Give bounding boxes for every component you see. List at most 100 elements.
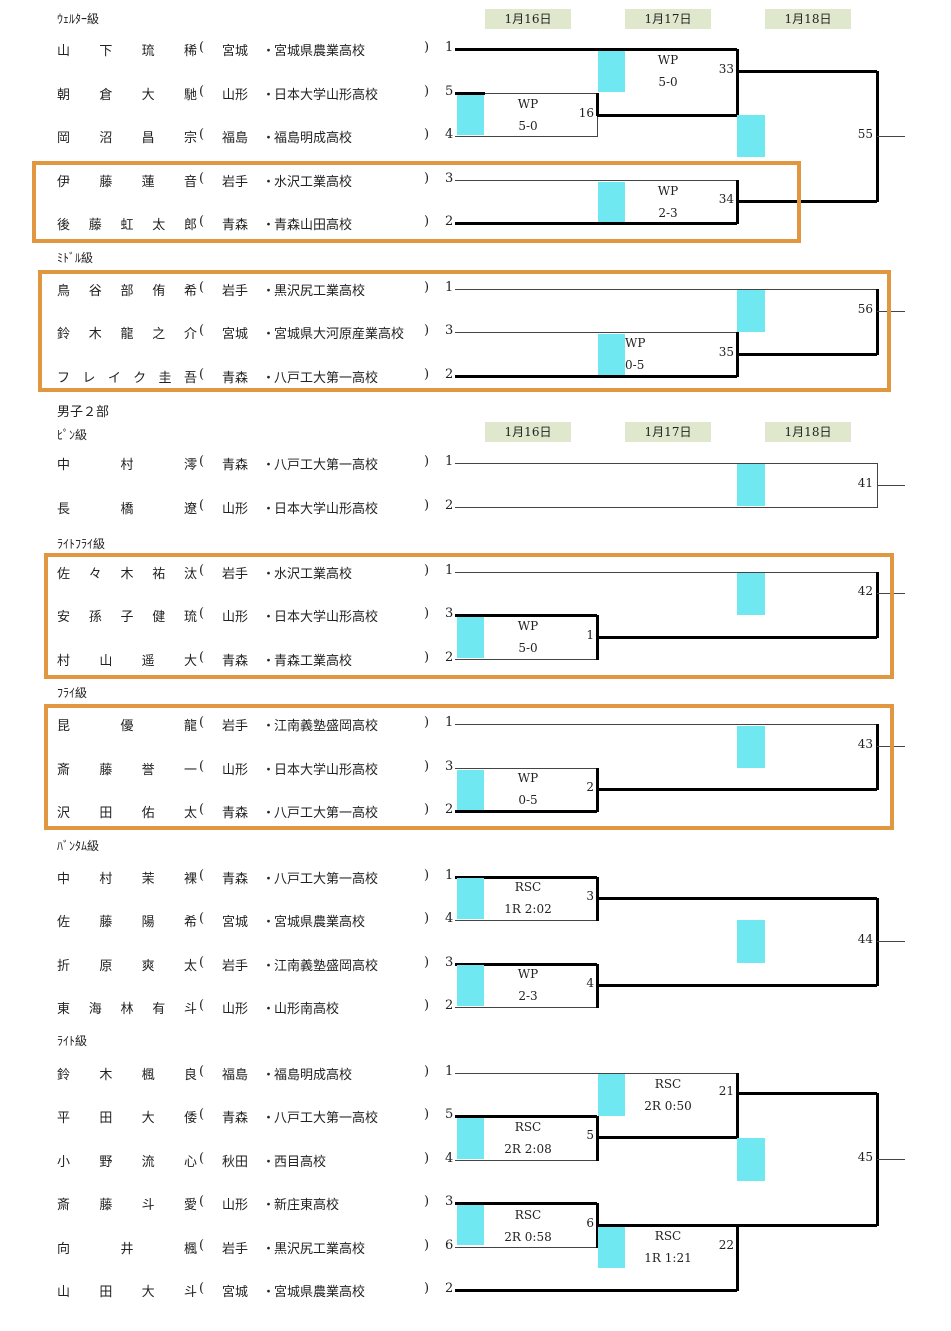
result-method: WP <box>657 53 679 67</box>
bout-number: 44 <box>857 932 873 946</box>
result-score: 0-5 <box>625 358 645 372</box>
separator: ・ <box>262 1155 276 1170</box>
highlight-box <box>32 161 801 243</box>
highlight-box <box>44 704 894 830</box>
fighter-name: 安孫子健琉 <box>57 610 197 625</box>
school-name: 八戸工大第一高校 <box>274 458 379 473</box>
weight-class-middle: ﾐﾄﾞﾙ級 <box>57 251 94 265</box>
paren-close: ) <box>424 214 430 229</box>
result-score: 2R 0:58 <box>504 1230 552 1244</box>
draw-number: 2 <box>445 650 454 665</box>
separator: ・ <box>262 1111 276 1126</box>
weight-class-light: ﾗｲﾄ級 <box>57 1034 88 1048</box>
draw-number: 2 <box>445 498 454 513</box>
result-method: WP <box>625 336 646 350</box>
draw-number: 4 <box>445 911 454 926</box>
bracket-line <box>877 311 905 312</box>
schedule-marker <box>457 95 484 135</box>
fighter-name: 朝倉大馳 <box>57 88 197 103</box>
fighter-name: 中村茉裸 <box>57 872 197 887</box>
paren-open: ( <box>199 1194 205 1209</box>
result-score: 2R 2:08 <box>504 1142 552 1156</box>
bracket-line <box>597 788 877 791</box>
paren-open: ( <box>199 955 205 970</box>
paren-close: ) <box>424 127 430 142</box>
draw-number: 1 <box>445 868 454 883</box>
separator: ・ <box>262 88 276 103</box>
draw-number: 1 <box>445 715 454 730</box>
paren-open: ( <box>199 998 205 1013</box>
bracket-line <box>455 289 877 290</box>
fighter-name: 向井楓 <box>57 1242 197 1257</box>
bracket-line <box>455 1160 597 1161</box>
date-header-day3: 1月18日 <box>765 9 851 29</box>
bracket-line <box>737 200 877 203</box>
date-header-day2: 1月17日 <box>625 9 711 29</box>
date-header-day1: 1月16日 <box>485 9 571 29</box>
paren-close: ) <box>424 323 430 338</box>
bout-number: 56 <box>857 302 873 316</box>
paren-open: ( <box>199 127 205 142</box>
schedule-marker <box>737 290 765 332</box>
fighter-name: 鳥谷部侑希 <box>57 284 197 299</box>
paren-open: ( <box>199 759 205 774</box>
fighter-name: 山田大斗 <box>57 1285 197 1300</box>
paren-close: ) <box>424 802 430 817</box>
paren-close: ) <box>424 1194 430 1209</box>
paren-close: ) <box>424 715 430 730</box>
school-name: 江南義塾盛岡高校 <box>274 959 379 974</box>
bracket-line <box>876 898 879 986</box>
school-name: 福島明成高校 <box>274 1068 353 1083</box>
school-name: 八戸工大第一高校 <box>274 371 379 386</box>
paren-open: ( <box>199 1107 205 1122</box>
schedule-marker <box>457 965 484 1006</box>
fighter-name: 後藤虹太郎 <box>57 218 197 233</box>
bracket-line <box>876 572 879 638</box>
draw-number: 1 <box>445 1064 454 1079</box>
school-name: 黒沢尻工業高校 <box>274 1242 366 1257</box>
result-score: 0-5 <box>518 793 538 807</box>
paren-close: ) <box>424 1238 430 1253</box>
fighter-name: 村山遥大 <box>57 654 197 669</box>
paren-close: ) <box>424 606 430 621</box>
result-method: RSC <box>514 880 542 894</box>
prefecture: 青森 <box>222 872 249 887</box>
bracket-line <box>455 920 597 921</box>
division-boys-2: 男子２部 <box>57 405 110 420</box>
school-name: 日本大学山形高校 <box>274 763 379 778</box>
bout-number: 1 <box>586 628 594 642</box>
draw-number: 2 <box>445 1281 454 1296</box>
schedule-marker <box>737 573 765 615</box>
schedule-marker <box>598 182 625 222</box>
bracket-line <box>455 1247 597 1248</box>
bracket-line <box>597 1136 737 1139</box>
paren-open: ( <box>199 563 205 578</box>
bracket-line <box>597 636 877 639</box>
separator: ・ <box>262 1068 276 1083</box>
prefecture: 宮城 <box>222 1285 249 1300</box>
draw-number: 1 <box>445 563 454 578</box>
draw-number: 3 <box>445 1194 454 1209</box>
paren-close: ) <box>424 171 430 186</box>
bracket-line <box>737 353 877 356</box>
separator: ・ <box>262 44 276 59</box>
bracket-line <box>455 222 737 225</box>
bracket-line <box>455 614 597 617</box>
weight-class-pin: ﾋﾟﾝ級 <box>57 428 88 442</box>
schedule-marker <box>598 334 625 375</box>
bracket-line <box>455 48 737 51</box>
bracket-line <box>455 136 485 137</box>
bout-number: 45 <box>857 1150 873 1164</box>
bracket-line <box>455 963 597 966</box>
bout-number: 34 <box>718 192 734 206</box>
prefecture: 山形 <box>222 1002 249 1017</box>
fighter-name: 平田大倭 <box>57 1111 197 1126</box>
draw-number: 3 <box>445 759 454 774</box>
paren-close: ) <box>424 650 430 665</box>
paren-open: ( <box>199 280 205 295</box>
weight-class-lightfly: ﾗｲﾄﾌﾗｲ級 <box>57 537 106 551</box>
draw-number: 2 <box>445 367 454 382</box>
bout-number: 33 <box>718 62 734 76</box>
paren-close: ) <box>424 40 430 55</box>
fighter-name: 小野流心 <box>57 1155 197 1170</box>
